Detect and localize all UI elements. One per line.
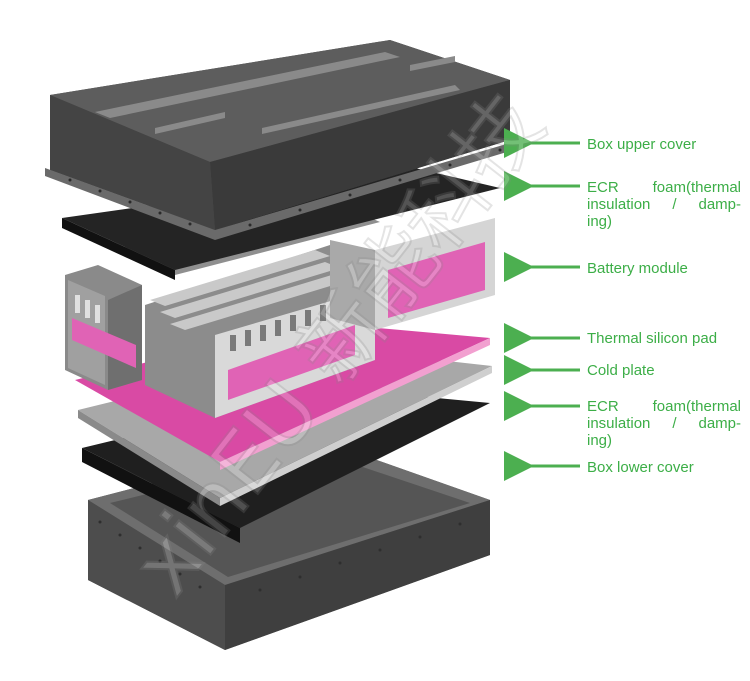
label-ecr-foam-top: ECR foam(thermal insulation / damp- ing) bbox=[587, 179, 741, 230]
label-box-lower-cover: Box lower cover bbox=[587, 459, 694, 476]
label-ecr-foam-bottom-line1: ECR foam(thermal bbox=[587, 398, 741, 415]
box-upper-cover bbox=[45, 40, 520, 240]
label-cold-plate: Cold plate bbox=[587, 362, 655, 379]
label-ecr-foam-bottom-line2: insulation / damp- bbox=[587, 415, 741, 432]
label-thermal-silicon-pad: Thermal silicon pad bbox=[587, 330, 718, 347]
label-ecr-foam-top-line2: insulation / damp- bbox=[587, 196, 741, 213]
label-ecr-foam-top-line1: ECR foam(thermal bbox=[587, 179, 741, 196]
label-box-upper-cover: Box upper cover bbox=[587, 136, 697, 153]
label-battery-module: Battery module bbox=[587, 260, 688, 277]
battery-module bbox=[65, 200, 495, 418]
label-ecr-foam-bottom: ECR foam(thermal insulation / damp- ing) bbox=[587, 398, 741, 449]
label-ecr-foam-top-line3: ing) bbox=[587, 213, 613, 230]
label-ecr-foam-bottom-line3: ing) bbox=[587, 432, 613, 449]
